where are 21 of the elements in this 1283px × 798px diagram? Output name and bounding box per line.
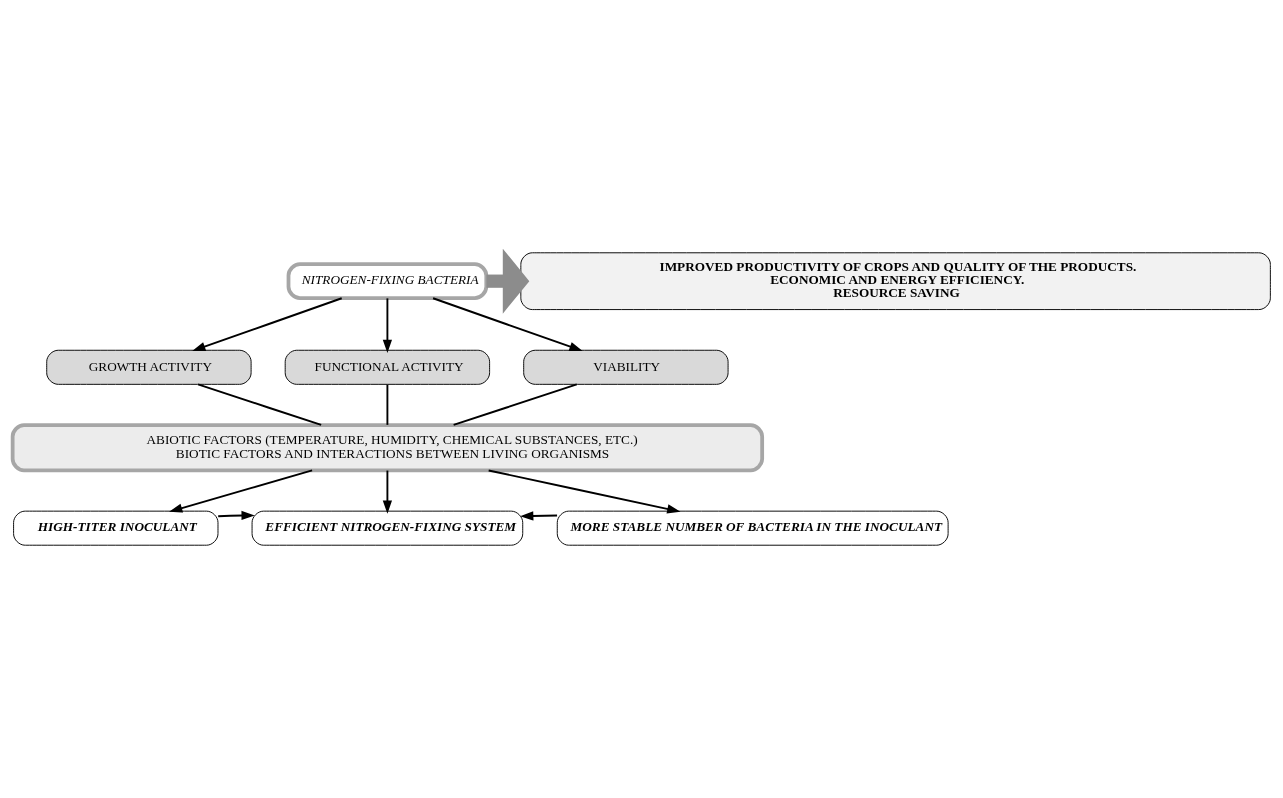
node-box: IMPROVED PRODUCTIVITY OF CROPS AND QUALITY OF THE PRODUCTS. ECONOMIC AND ENERGY EFFICIENCY. RESOURCE SAVING	[520, 252, 1271, 311]
connector	[452, 383, 578, 426]
arrow	[432, 297, 583, 352]
arrow	[217, 510, 255, 521]
arrow	[487, 469, 681, 514]
arrow	[486, 249, 530, 314]
arrow	[192, 297, 343, 352]
node-box: NITROGEN-FIXING BACTERIA	[286, 262, 489, 301]
arrow	[520, 511, 558, 521]
node-box: GROWTH ACTIVITY	[46, 349, 252, 385]
arrow	[382, 469, 393, 514]
connector	[197, 383, 323, 426]
arrow	[382, 297, 393, 354]
node-box: FUNCTIONAL ACTIVITY	[284, 349, 491, 385]
node-box: ABIOTIC FACTORS (TEMPERATURE, HUMIDITY, CHEMICAL SUBSTANCES, ETC.) BIOTIC FACTORS AND INTERACTIONS BETWEEN LIVING ORGANISMS	[10, 423, 765, 473]
arrow	[169, 469, 314, 513]
node-box: VIABILITY	[523, 349, 729, 385]
node-box: EFFICIENT NITROGEN-FIXING SYSTEM	[251, 510, 524, 546]
connector	[386, 383, 389, 426]
node-box: MORE STABLE NUMBER OF BACTERIA IN THE INOCULANT	[556, 510, 949, 546]
node-box: HIGH-TITER INOCULANT	[13, 510, 219, 546]
